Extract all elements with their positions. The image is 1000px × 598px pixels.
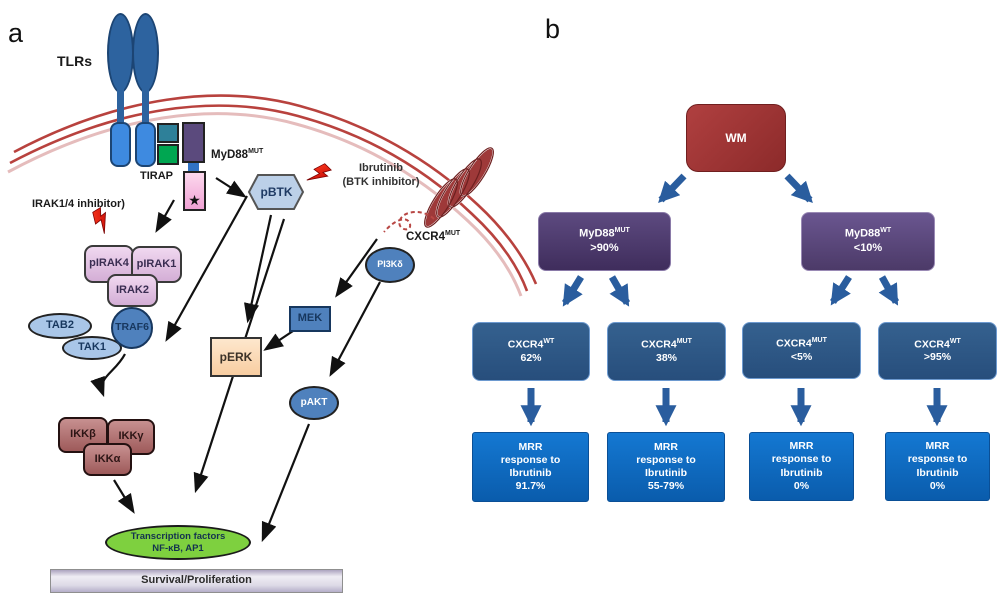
cxcr4-tail-dashed [383,211,435,233]
irak-inhibitor-label: IRAK1/4 inhibitor) [32,198,125,210]
arrow-cxcr4-to-mek [335,238,378,298]
ibrutinib-label: Ibrutinib(BTK inhibitor) [342,162,420,189]
myd88mut-flow-node: MyD88MUT >90% [538,212,671,271]
arrow-myd88-to-irak [155,199,175,233]
cxcr4-receptor [383,146,495,233]
pathway-arrows [90,177,381,543]
pakt-node: pAKT [289,386,339,420]
cxcr4mut-38-node: CXCR4MUT 38% [607,322,726,381]
arrow-pakt-to-tf [261,423,311,543]
myd88-linker [188,163,199,171]
irak-inhibitor-lightning-icon [92,206,106,234]
tlr-stem [117,88,124,126]
tirap-domain-bottom [157,144,179,165]
traf6-node: TRAF6 [111,307,153,349]
arrow-pi3k-to-pakt [329,281,381,377]
tab2-node: TAB2 [28,313,92,339]
tirap-label: TIRAP [140,170,173,182]
mek-node: MEK [289,306,331,332]
panel-a-label: a [8,18,24,48]
myd88-death-domain: ★ [183,171,206,211]
ibrutinib-lightning-icon [306,163,332,181]
tlrs-label: TLRs [57,53,92,69]
arrow-pbtk-to-perk [244,214,273,324]
arrow-pbtk-to-traf6 [165,195,248,342]
arrow-myd88mut-to-cxcr4mut [608,275,631,307]
myd88wt-flow-node: MyD88WT <10% [801,212,935,271]
arrow-myd88-to-pbtk [215,177,247,198]
panel-b-label: b [545,14,561,44]
cxcr4mut-lt5-node: CXCR4MUT <5% [742,322,861,379]
arrow-myd88wt-to-cxcr4mut [830,275,852,306]
tlr-stem [142,88,149,126]
survival-proliferation-bar: Survival/Proliferation [50,569,343,593]
tlr-receptor-ectodomain [107,13,134,93]
tak1-node: TAK1 [62,336,122,360]
myd88-tir-domain [182,122,205,163]
cxcr4wt-62-node: CXCR4WT 62% [472,322,590,381]
pirak1-node: pIRAK1 [131,246,182,283]
tlr-intracellular-domain [135,122,156,167]
pbtk-hexagon [247,174,305,210]
arrow-mek-to-perk [263,330,294,351]
inhibitor-bolts [92,163,332,234]
myd88mut-label: MyD88MUT [211,148,264,161]
perk-node: pERK [210,337,262,377]
arrow-wm-to-myd88wt [784,173,813,204]
wm-node: WM [686,104,786,172]
cxcr4mut-label: CXCR4MUT [406,230,461,243]
flowchart-arrows [520,173,948,427]
arrow-ikk-to-tf [113,479,135,514]
cxcr4wt-gt95-node: CXCR4WT >95% [878,322,997,380]
mutation-star-icon: ★ [188,192,201,208]
arrow-wm-to-myd88mut [658,173,687,204]
ikk-alpha-node: IKKα [83,443,132,476]
arrow-myd88mut-to-cxcr4wt [562,275,584,307]
irak2-node: IRAK2 [107,274,158,307]
arrow-traf6-to-ikk [90,353,126,398]
tirap-domain-top [157,123,179,143]
cell-membrane [7,94,538,297]
tlr-intracellular-domain [110,122,131,167]
tlr-receptor-ectodomain [132,13,159,93]
pbtk-node: pBTK [260,184,293,199]
arrow-myd88wt-to-cxcr4wt [878,275,900,306]
pi3kd-node: PI3Kδ [365,247,415,283]
